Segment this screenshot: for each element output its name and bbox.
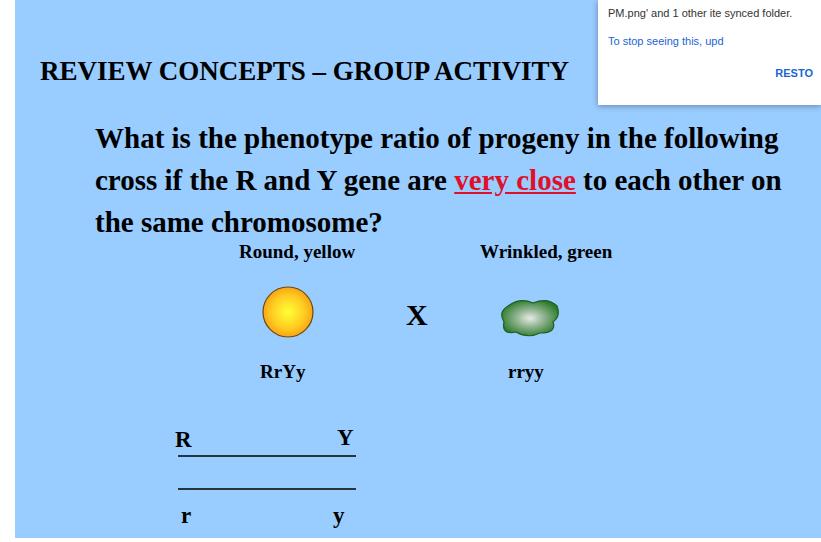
wrinkled-green-pea bbox=[502, 301, 559, 336]
round-yellow-pea bbox=[263, 287, 313, 337]
chromosome-line bbox=[178, 455, 356, 456]
slide-background bbox=[15, 0, 821, 538]
allele-label: y bbox=[333, 503, 345, 529]
emphasis-text: very close bbox=[454, 164, 576, 196]
question-text: What is the phenotype ratio of progeny i… bbox=[95, 117, 815, 243]
genotype-label: rryy bbox=[508, 361, 544, 383]
allele-label: r bbox=[181, 503, 191, 529]
phenotype-label: Round, yellow bbox=[239, 241, 355, 263]
notification-text: PM.png' and 1 other ite synced folder. bbox=[608, 6, 813, 20]
chromosome-line bbox=[178, 488, 356, 489]
notification-popup: PM.png' and 1 other ite synced folder. To… bbox=[598, 0, 821, 105]
allele-label: R bbox=[175, 427, 192, 453]
notification-button: RESTO bbox=[608, 66, 813, 80]
genotype-label: RrYy bbox=[260, 361, 305, 383]
notification-link: To stop seeing this, upd bbox=[608, 34, 813, 48]
cross-symbol: X bbox=[406, 298, 428, 332]
phenotype-label: Wrinkled, green bbox=[480, 241, 612, 263]
slide-title: REVIEW CONCEPTS – GROUP ACTIVITY bbox=[40, 56, 569, 87]
allele-label: Y bbox=[337, 425, 354, 451]
